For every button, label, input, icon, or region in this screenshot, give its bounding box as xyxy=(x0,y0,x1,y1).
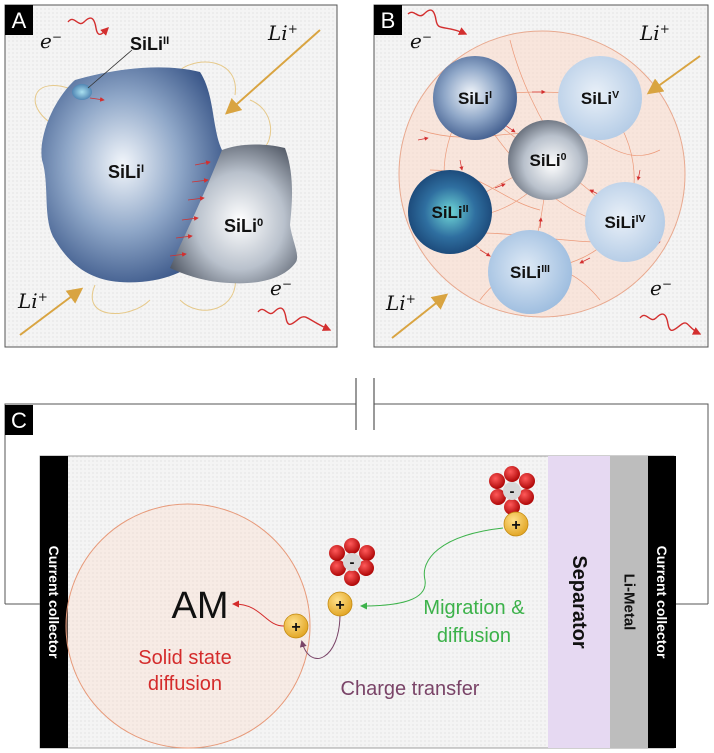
label-sili-0: SiLi0 xyxy=(224,216,263,236)
li-ion-label: Li+ xyxy=(267,21,298,45)
label-sili-1: SiLiI xyxy=(458,89,492,108)
label-sili-4: SiLiIV xyxy=(604,213,645,232)
electron-label: e− xyxy=(650,276,672,300)
li-metal xyxy=(610,456,648,748)
particle-sili-2 xyxy=(408,170,492,254)
particle-sili-1 xyxy=(433,56,517,140)
charge-transfer-arrow xyxy=(299,613,341,659)
diffusion-loop xyxy=(179,61,236,96)
particle-sili-4 xyxy=(585,182,665,262)
charge-transfer-label: Charge transfer xyxy=(341,678,480,700)
electron-label: e− xyxy=(40,29,62,53)
li-ion-label: Li+ xyxy=(385,291,416,315)
diffusion-loop xyxy=(91,284,151,314)
label-sili-1: SiLiI xyxy=(108,162,144,182)
panel-b-letter: B xyxy=(381,8,396,33)
li-ion-arrow xyxy=(391,293,449,339)
external-circuit-wire xyxy=(4,403,356,604)
li-ion xyxy=(503,511,529,537)
li-metal-label: Li-Metal xyxy=(621,574,638,631)
particle-sili-0 xyxy=(508,120,588,200)
silicon-particle-sili-0 xyxy=(170,144,298,284)
panel-c: C Current collector Current collector Se… xyxy=(4,378,709,749)
electron-wave xyxy=(639,313,702,335)
particle-sili-5 xyxy=(558,56,642,140)
solid-state-arrow xyxy=(232,600,285,627)
li-ion-label: Li+ xyxy=(639,21,670,45)
anion-charge-minus: - xyxy=(510,483,515,500)
active-material-particle xyxy=(65,503,311,749)
diffusion-loop xyxy=(179,274,236,311)
panel-b: B xyxy=(373,4,709,348)
migration-arrow xyxy=(360,527,504,610)
current-collector-label: Current collector xyxy=(46,546,62,659)
li-ion xyxy=(283,613,309,639)
li-ion xyxy=(327,591,353,617)
solvated-li-ion: - + xyxy=(327,538,375,617)
panel-c-letter: C xyxy=(11,408,27,433)
current-collector-label: Current collector xyxy=(654,546,670,659)
electron-wave xyxy=(257,307,332,331)
separator-label: Separator xyxy=(568,555,590,649)
callout-line xyxy=(87,49,133,89)
li-ion-arrow xyxy=(19,287,84,336)
anion-charge-minus: - xyxy=(350,554,355,571)
li-ion-arrow xyxy=(225,29,321,115)
separator xyxy=(548,456,610,748)
ion-charge-plus: + xyxy=(291,619,300,636)
migration-diffusion-label: Migration &diffusion xyxy=(423,597,525,647)
electron-wave xyxy=(407,9,468,35)
electron-label: e− xyxy=(410,29,432,53)
active-material-label: AM xyxy=(172,585,229,627)
label-sili-2: SiLiII xyxy=(130,34,169,54)
li-ion-arrow xyxy=(646,55,701,95)
silicon-particle-sili-1 xyxy=(41,67,222,283)
panel-a-letter: A xyxy=(12,8,27,33)
panel-c-letter-box xyxy=(5,405,33,435)
li-ion-label: Li+ xyxy=(17,289,48,313)
label-sili-0: SiLi0 xyxy=(529,151,566,170)
silicon-particle-sili-2 xyxy=(72,84,92,100)
label-sili-3: SiLiIII xyxy=(510,263,550,282)
ion-flux-arrows xyxy=(89,97,211,257)
external-circuit-wire xyxy=(374,403,709,604)
ion-charge-plus: + xyxy=(511,517,520,534)
current-collector-right xyxy=(648,456,676,748)
panel-a: A SiLiI SiLiII SiLi0 e− Li xyxy=(4,4,338,348)
particle-sili-3 xyxy=(488,230,572,314)
current-collector-left xyxy=(40,456,68,748)
electron-wave xyxy=(67,17,109,36)
ion-charge-plus: + xyxy=(335,597,344,614)
label-sili-2: SiLiII xyxy=(431,203,468,222)
electron-label: e− xyxy=(270,276,292,300)
solvated-li-ion: - + xyxy=(489,466,535,537)
label-sili-5: SiLiV xyxy=(581,89,619,108)
panel-b-letter-box xyxy=(374,5,402,35)
panel-a-letter-box xyxy=(5,5,33,35)
